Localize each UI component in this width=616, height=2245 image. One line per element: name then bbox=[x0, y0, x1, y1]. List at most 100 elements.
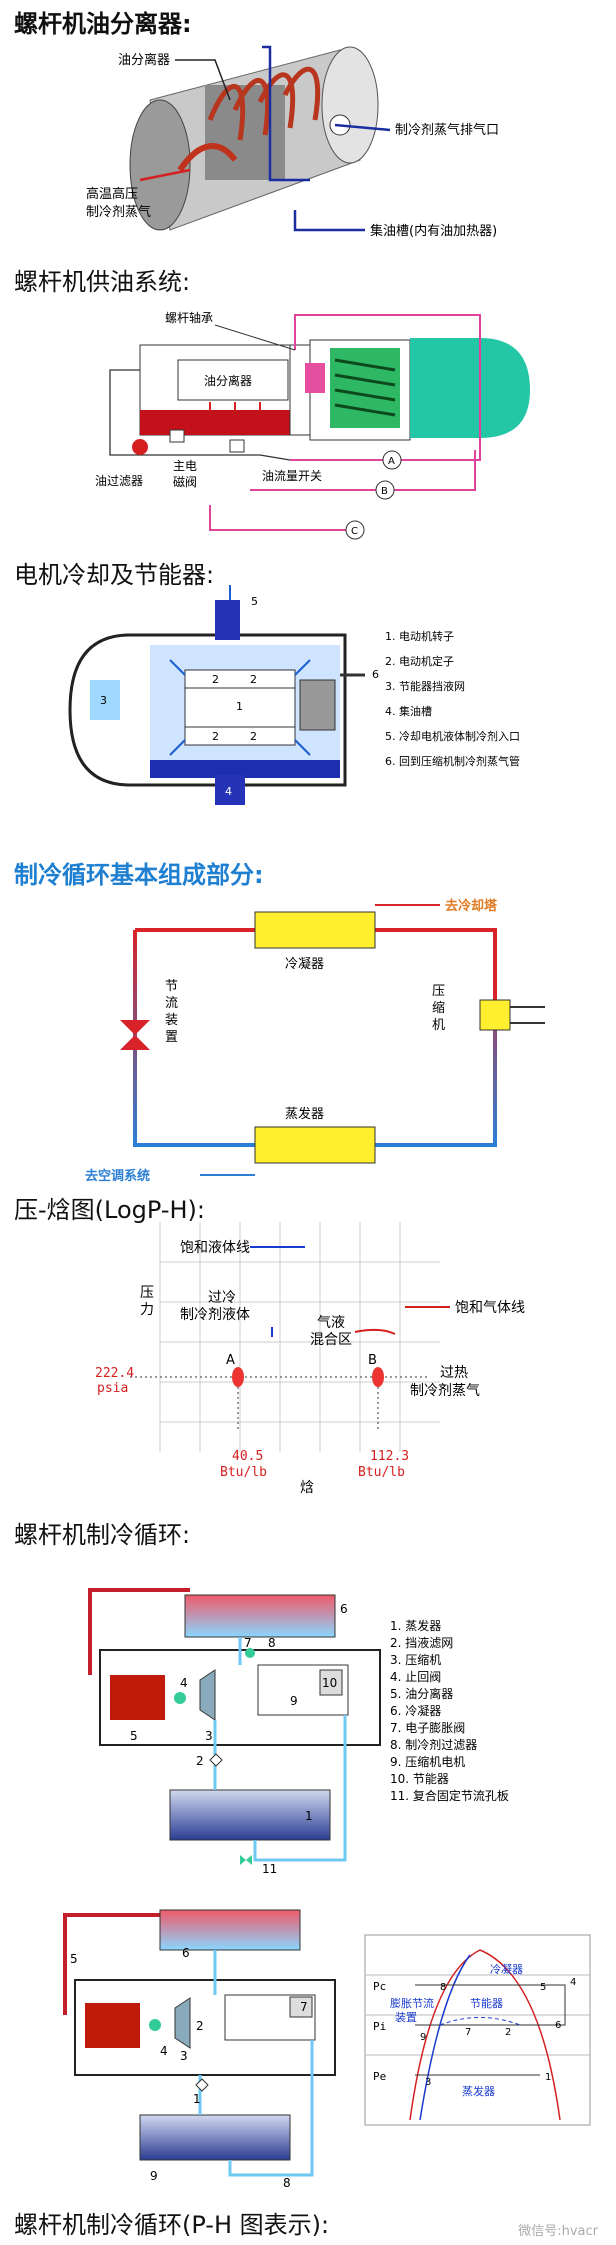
enthalpy-unit-a: Btu/lb bbox=[220, 1465, 267, 1480]
label-oil-filter: 油过滤器 bbox=[95, 474, 143, 488]
cycle-legend-9: 9. 压缩机电机 bbox=[390, 1754, 465, 1769]
ph-marker-8: 8 bbox=[283, 2176, 291, 2190]
ph-marker-9: 9 bbox=[150, 2169, 158, 2183]
legend-5: 5. 冷却电机液体制冷剂入口 bbox=[385, 729, 520, 743]
label-enthalpy: 焓 bbox=[300, 1480, 314, 1496]
label-superheat-2: 制冷剂蒸气 bbox=[410, 1383, 480, 1399]
label-throttle-1: 节 bbox=[165, 979, 178, 994]
ph-marker-2: 2 bbox=[196, 2019, 204, 2033]
ph-point-4: 4 bbox=[570, 1977, 576, 1988]
label-compressor-3: 机 bbox=[432, 1018, 445, 1033]
cycle-marker-8: 8 bbox=[268, 1636, 276, 1650]
motor-cooling-diagram: 5 6 3 1 2 2 2 2 4 1. 电动机转子 2. 电动机定子 3. 节… bbox=[68, 585, 520, 805]
ph-condenser: 冷凝器 bbox=[490, 1962, 523, 1976]
label-evaporator: 蒸发器 bbox=[285, 1106, 324, 1122]
cycle-legend-11: 11. 复合固定节流孔板 bbox=[390, 1788, 509, 1803]
label-sat-vapor: 饱和气体线 bbox=[455, 1300, 525, 1316]
legend-2: 2. 电动机定子 bbox=[385, 654, 454, 668]
ph-point-9: 9 bbox=[420, 2032, 426, 2043]
ph-economizer: 节能器 bbox=[470, 1996, 503, 2010]
cycle-marker-7: 7 bbox=[244, 1636, 252, 1650]
marker-5: 5 bbox=[251, 595, 258, 608]
ph-marker-3: 3 bbox=[180, 2049, 188, 2063]
ph-diagram: 饱和液体线 饱和气体线 压 力 过冷 制冷剂液体 气液 混合区 过热 制冷剂蒸气… bbox=[95, 1222, 525, 1496]
label-sat-liquid: 饱和液体线 bbox=[180, 1240, 250, 1256]
ph-pe: Pe bbox=[373, 2070, 386, 2083]
cycle-basics-title: 制冷循环基本组成部分: bbox=[14, 861, 264, 889]
ph-marker-6: 6 bbox=[182, 1946, 190, 1960]
ph-pc: Pc bbox=[373, 1980, 386, 1993]
screw-cycle-title: 螺杆机制冷循环: bbox=[14, 1521, 191, 1549]
watermark: 微信号:hvacr bbox=[518, 2224, 598, 2239]
cycle-legend-1: 1. 蒸发器 bbox=[390, 1618, 441, 1633]
point-a: A bbox=[226, 1353, 235, 1368]
cycle-legend-3: 3. 压缩机 bbox=[390, 1652, 441, 1667]
ph-point-6: 6 bbox=[555, 2020, 561, 2031]
marker-1: 1 bbox=[236, 700, 243, 713]
marker-2c: 2 bbox=[212, 730, 219, 743]
cycle-legend-7: 7. 电子膨胀阀 bbox=[390, 1721, 465, 1735]
label-pressure-1: 压 bbox=[140, 1285, 154, 1301]
oil-separator-title: 螺杆机油分离器: bbox=[14, 10, 192, 38]
cycle-legend-5: 5. 油分离器 bbox=[390, 1686, 453, 1701]
ph-point-1: 8 bbox=[440, 1982, 446, 1993]
cycle-marker-9: 9 bbox=[290, 1694, 298, 1708]
label-compressor-1: 压 bbox=[432, 984, 445, 999]
label-bearing: 螺杆轴承 bbox=[165, 310, 213, 325]
label-separator-2: 油分离器 bbox=[204, 373, 252, 388]
label-oil-sump: 集油槽(内有油加热器) bbox=[370, 223, 497, 239]
marker-2a: 2 bbox=[212, 673, 219, 686]
label-subcooled-1: 过冷 bbox=[208, 1290, 236, 1306]
ph-point-7: 1 bbox=[545, 2072, 551, 2083]
screw-cycle-ph-diagram: 5 6 7 4 3 2 1 9 8 Pc Pi Pe 冷凝器 节能器 膨胀节流 … bbox=[63, 1909, 591, 2190]
label-throttle-2: 流 bbox=[165, 996, 178, 1011]
cycle-marker-11: 11 bbox=[262, 1862, 277, 1876]
label-vapor-outlet: 制冷剂蒸气排气口 bbox=[395, 122, 499, 138]
label-compressor-2: 缩 bbox=[432, 1000, 445, 1016]
ph-pi: Pi bbox=[373, 2020, 386, 2033]
ph-point-3: 3 bbox=[425, 2077, 431, 2088]
cycle-marker-4: 4 bbox=[180, 1676, 188, 1690]
legend-4: 4. 集油槽 bbox=[385, 704, 432, 718]
ph-point-5: 5 bbox=[540, 1982, 546, 1993]
ph-marker-7: 7 bbox=[300, 2000, 308, 2014]
cycle-marker-10: 10 bbox=[322, 1676, 337, 1690]
ph-point-8: 2 bbox=[505, 2027, 511, 2038]
cycle-marker-3: 3 bbox=[205, 1729, 213, 1743]
screw-cycle-diagram: 6 7 8 9 10 5 4 3 2 1 11 1. 蒸发器 2. 挡液滤网 3… bbox=[88, 1588, 509, 1876]
marker-a: A bbox=[388, 456, 395, 467]
cycle-marker-1: 1 bbox=[305, 1809, 313, 1823]
label-hot-gas-2: 制冷剂蒸气 bbox=[86, 204, 151, 220]
marker-2b: 2 bbox=[250, 673, 257, 686]
cycle-legend-10: 10. 节能器 bbox=[390, 1772, 449, 1786]
point-b: B bbox=[368, 1353, 377, 1368]
label-mix-2: 混合区 bbox=[310, 1332, 352, 1348]
ph-evaporator: 蒸发器 bbox=[462, 2084, 495, 2098]
marker-6: 6 bbox=[372, 668, 379, 681]
legend-1: 1. 电动机转子 bbox=[385, 629, 454, 643]
refrigeration-cycle-diagram: 去冷却塔 冷凝器 蒸发器 去空调系统 压 缩 机 节 流 装 置 bbox=[85, 898, 545, 1184]
oil-supply-title: 螺杆机供油系统: bbox=[14, 268, 191, 296]
marker-4: 4 bbox=[225, 785, 232, 798]
cycle-marker-6: 6 bbox=[340, 1602, 348, 1616]
label-solenoid-1: 主电 bbox=[173, 459, 197, 473]
marker-b: B bbox=[381, 486, 388, 497]
cycle-legend-6: 6. 冷凝器 bbox=[390, 1703, 441, 1718]
label-throttle-3: 装 bbox=[165, 1013, 178, 1028]
legend-3: 3. 节能器挡液网 bbox=[385, 679, 465, 693]
ph-point-2: 7 bbox=[465, 2027, 471, 2038]
label-mix-1: 气液 bbox=[317, 1315, 345, 1331]
label-solenoid-2: 磁阀 bbox=[173, 474, 197, 489]
pressure-value: 222.4 bbox=[95, 1366, 134, 1381]
oil-separator-diagram: 油分离器 制冷剂蒸气排气口 高温高压 制冷剂蒸气 集油槽(内有油加热器) bbox=[86, 45, 499, 239]
ph-throttle-1: 膨胀节流 bbox=[390, 1996, 434, 2010]
cycle-marker-2: 2 bbox=[196, 1754, 204, 1768]
marker-3: 3 bbox=[100, 694, 107, 707]
enthalpy-b: 112.3 bbox=[370, 1449, 409, 1464]
label-pressure-2: 力 bbox=[140, 1302, 154, 1318]
ph-diagram-title: 压-焓图(LogP-H): bbox=[14, 1196, 205, 1224]
label-throttle-4: 置 bbox=[165, 1030, 178, 1045]
label-superheat-1: 过热 bbox=[440, 1365, 468, 1381]
screw-cycle-ph-caption: 螺杆机制冷循环(P-H 图表示): bbox=[14, 2211, 330, 2239]
label-separator: 油分离器 bbox=[118, 52, 170, 68]
